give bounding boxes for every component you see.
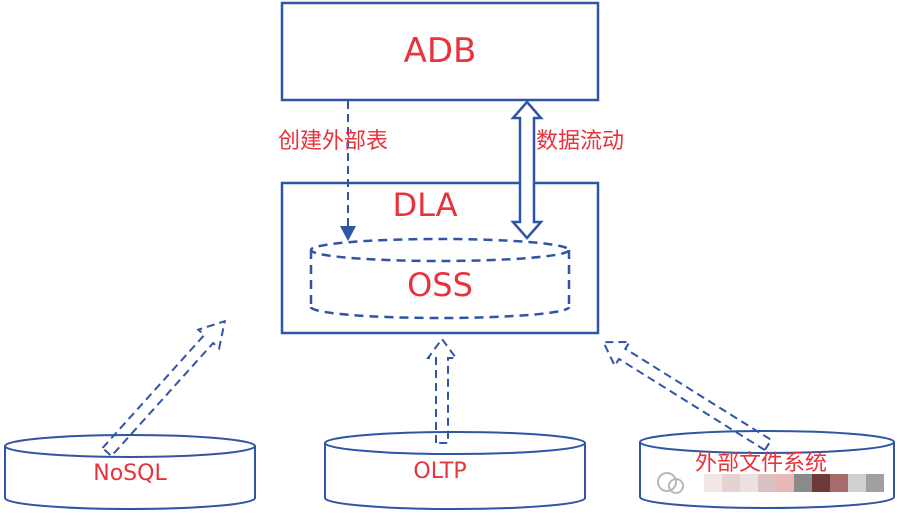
nosql-cylinder (4, 434, 256, 510)
data-flow-label: 数据流动 (536, 129, 624, 154)
nosql-label: NoSQL (93, 461, 167, 486)
oltp-to-dla-arrow (426, 337, 458, 444)
create-external-table-label: 创建外部表 (278, 129, 388, 154)
watermark (657, 472, 884, 494)
data-flow-arrow (510, 100, 544, 240)
external-fs-to-dla-arrow (601, 340, 773, 452)
oltp-label: OLTP (413, 459, 466, 484)
oltp-cylinder (324, 431, 586, 510)
nosql-to-dla-arrow (101, 319, 227, 458)
external-fs-label: 外部文件系统 (695, 451, 827, 476)
adb-label: ADB (404, 31, 477, 71)
create-external-table-arrow (340, 101, 356, 241)
oss-label: OSS (407, 266, 473, 304)
adb-box (280, 1, 600, 102)
dla-box (280, 181, 600, 335)
dla-label: DLA (392, 186, 457, 224)
oss-cylinder (309, 237, 571, 320)
